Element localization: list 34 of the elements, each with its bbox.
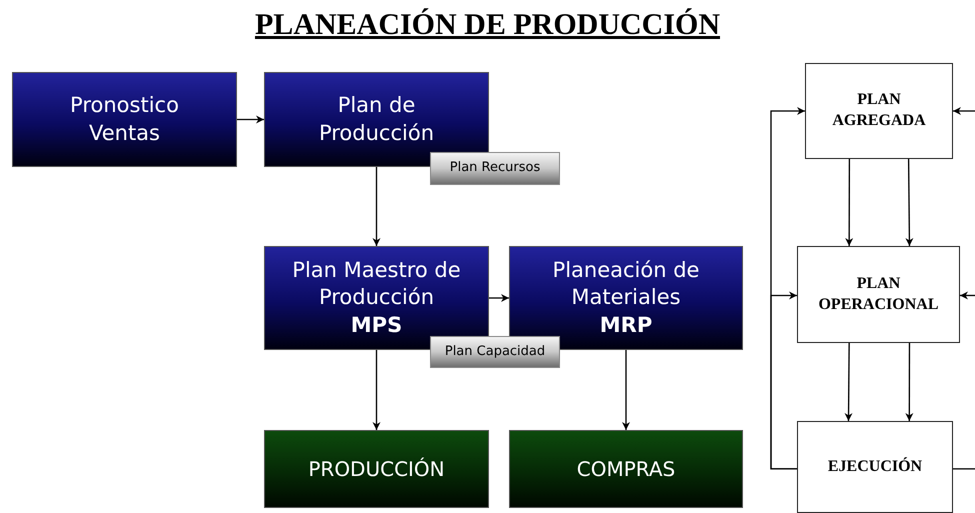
- process-box: [797, 421, 953, 513]
- box-label: PLAN AGREGADA: [831, 90, 927, 131]
- box-subtitle: MPS: [350, 312, 402, 339]
- output-box: [264, 430, 489, 508]
- arrow: [237, 116, 264, 124]
- arrow: [770, 291, 797, 470]
- arrow: [905, 159, 914, 246]
- box-label: Plan Maestro de Producción: [291, 257, 462, 312]
- box-label: Plan Recursos: [450, 160, 540, 177]
- arrow: [489, 294, 509, 302]
- process-box: [12, 72, 237, 167]
- box-label: PLAN OPERACIONAL: [817, 274, 940, 314]
- arrow: [960, 291, 975, 300]
- arrow: [372, 350, 380, 430]
- box-label: PRODUCCIÓN: [308, 456, 445, 482]
- arrow: [905, 343, 914, 421]
- arrow: [953, 107, 975, 115]
- arrow: [622, 350, 630, 430]
- box-label: EJECUCIÓN: [828, 456, 922, 477]
- process-box: [805, 63, 953, 159]
- box-label: Pronostico Ventas: [69, 92, 180, 146]
- box-label: Plan Capacidad: [444, 344, 546, 360]
- process-box: [797, 246, 960, 343]
- arrow: [844, 343, 853, 421]
- box-label: Planeación de Materiales: [552, 257, 700, 312]
- arrow: [845, 159, 854, 246]
- output-box: [509, 430, 743, 508]
- box-label: Plan de Producción: [318, 92, 436, 146]
- tag-label-box: [430, 152, 560, 185]
- diagram-title: PLANEACIÓN DE PRODUCCIÓN: [254, 8, 720, 42]
- box-label: COMPRAS: [576, 456, 676, 482]
- tag-label-box: [430, 336, 560, 368]
- box-subtitle: MRP: [600, 312, 652, 339]
- arrow: [372, 167, 380, 246]
